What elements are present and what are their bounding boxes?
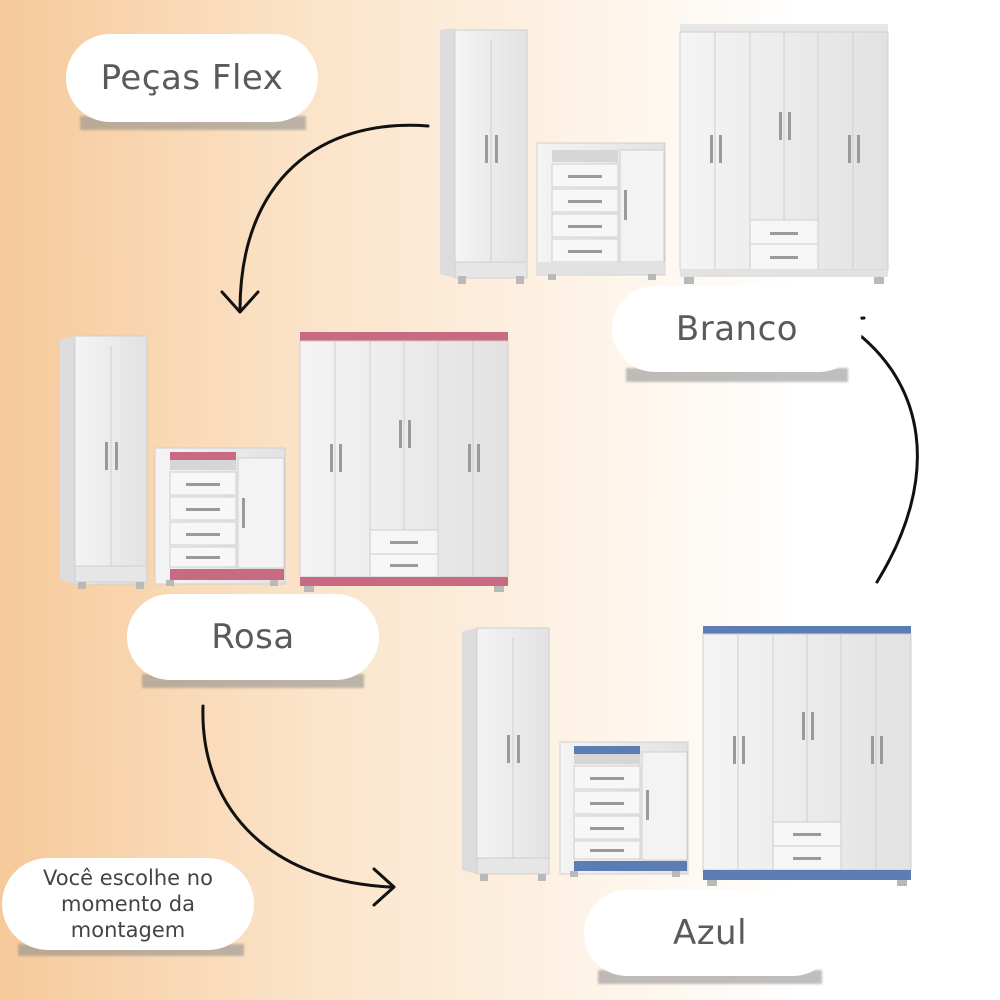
rosa-label-text: Rosa bbox=[211, 617, 295, 657]
branco-set bbox=[440, 24, 889, 284]
curved-arrow-icon bbox=[840, 320, 919, 584]
dresser-icon bbox=[536, 142, 666, 280]
wardrobe-icon bbox=[60, 335, 148, 589]
rosa-label: Rosa bbox=[127, 594, 379, 680]
flex-label-text: Peças Flex bbox=[100, 58, 284, 98]
closet-icon bbox=[299, 332, 509, 592]
rosa-set bbox=[60, 332, 509, 592]
branco-label: Branco bbox=[612, 286, 862, 372]
azul-label-text: Azul bbox=[672, 913, 748, 953]
dresser-icon bbox=[154, 447, 286, 586]
note-line-2: momento da bbox=[61, 892, 195, 916]
note-line-3: montagem bbox=[70, 918, 186, 942]
arrowhead-icon bbox=[220, 290, 260, 314]
curved-arrow-icon bbox=[201, 704, 392, 889]
arrowhead-icon bbox=[372, 867, 396, 907]
wardrobe-icon bbox=[440, 28, 528, 284]
azul-label: Azul bbox=[584, 890, 836, 976]
curved-arrow-icon bbox=[238, 123, 430, 312]
dresser-icon bbox=[559, 741, 689, 877]
flex-label: Peças Flex bbox=[66, 34, 318, 122]
wardrobe-icon bbox=[462, 627, 550, 881]
branco-label-text: Branco bbox=[675, 309, 799, 349]
closet-icon bbox=[702, 626, 912, 886]
note-bubble: Você escolhe no momento da montagem bbox=[2, 858, 254, 950]
closet-icon bbox=[679, 24, 889, 284]
azul-set bbox=[462, 626, 912, 886]
note-line-1: Você escolhe no bbox=[43, 866, 213, 890]
